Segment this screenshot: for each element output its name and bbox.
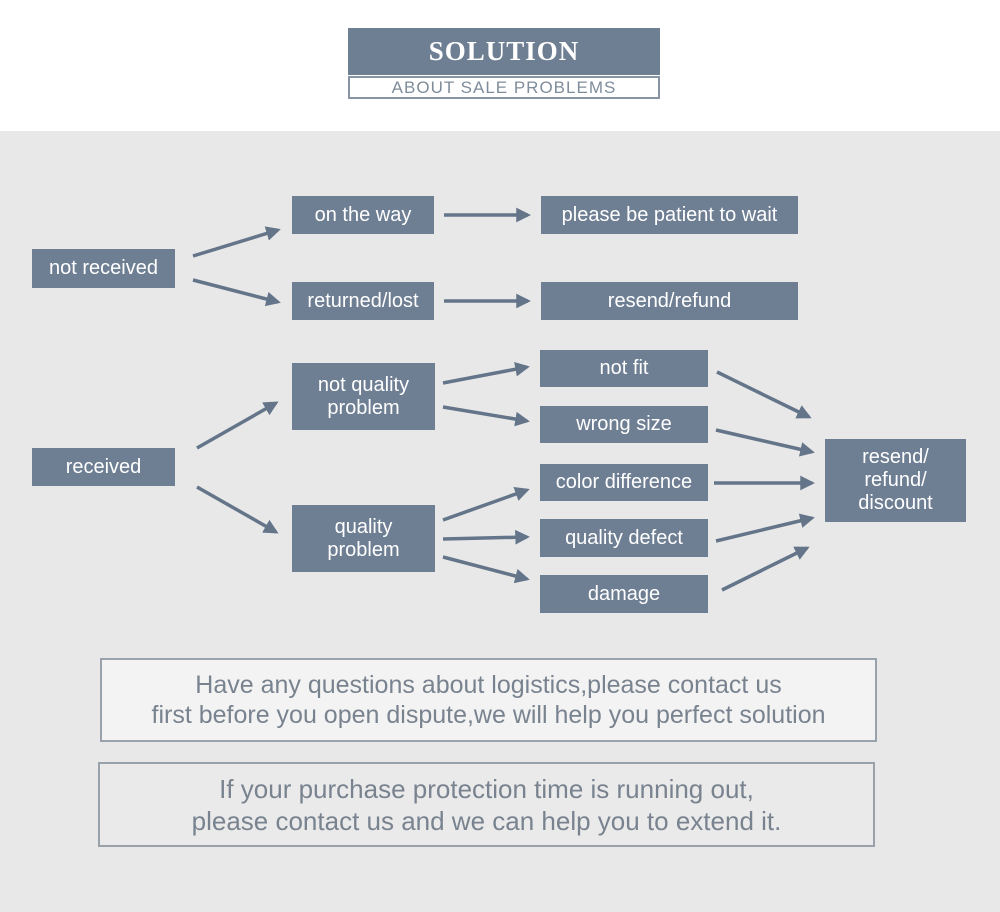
node-resend-refund: resend/refund <box>541 282 798 320</box>
node-returned-lost: returned/lost <box>292 282 434 320</box>
header: SOLUTION ABOUT SALE PROBLEMS <box>348 28 660 99</box>
node-on-the-way: on the way <box>292 196 434 234</box>
node-not-fit: not fit <box>540 350 708 387</box>
node-wrong-size: wrong size <box>540 406 708 443</box>
node-label-line2: refund/ <box>864 469 927 491</box>
node-label: wrong size <box>576 413 672 435</box>
note-logistics: Have any questions about logistics,pleas… <box>100 658 877 742</box>
page-title: SOLUTION <box>348 28 660 75</box>
node-label: color difference <box>555 471 693 493</box>
node-not-quality-problem: not quality problem <box>292 363 435 430</box>
node-label: not fit <box>599 357 649 379</box>
note-logistics-line2: first before you open dispute,we will he… <box>151 701 826 729</box>
node-please-wait: please be patient to wait <box>541 196 798 234</box>
node-label: quality defect <box>565 526 683 549</box>
node-not-received: not received <box>32 249 175 288</box>
note-protection-line2: please contact us and we can help you to… <box>191 805 782 836</box>
node-quality-defect: quality defect <box>540 519 708 557</box>
note-protection: If your purchase protection time is runn… <box>98 762 875 847</box>
node-label-line1: not quality <box>317 373 410 396</box>
node-color-difference: color difference <box>540 464 708 501</box>
node-quality-problem: quality problem <box>292 505 435 572</box>
node-label: resend/refund <box>607 289 732 312</box>
note-protection-line1: If your purchase protection time is runn… <box>219 773 754 804</box>
node-label: not received <box>49 257 158 279</box>
page-subtitle: ABOUT SALE PROBLEMS <box>348 76 660 99</box>
node-label: received <box>65 455 142 478</box>
node-label: damage <box>587 582 661 605</box>
node-label-line2: problem <box>327 396 400 419</box>
node-label-line2: problem <box>327 538 400 561</box>
node-resend-refund-discount: resend/ refund/ discount <box>825 439 966 522</box>
node-label: please be patient to wait <box>561 203 778 226</box>
node-damage: damage <box>540 575 708 613</box>
node-label: on the way <box>314 203 412 226</box>
node-label: returned/lost <box>307 289 419 312</box>
node-label-line1: resend/ <box>862 446 929 468</box>
node-received: received <box>32 448 175 486</box>
node-label-line1: quality <box>334 515 393 538</box>
node-label-line3: discount <box>858 492 933 514</box>
note-logistics-line1: Have any questions about logistics,pleas… <box>195 671 782 699</box>
